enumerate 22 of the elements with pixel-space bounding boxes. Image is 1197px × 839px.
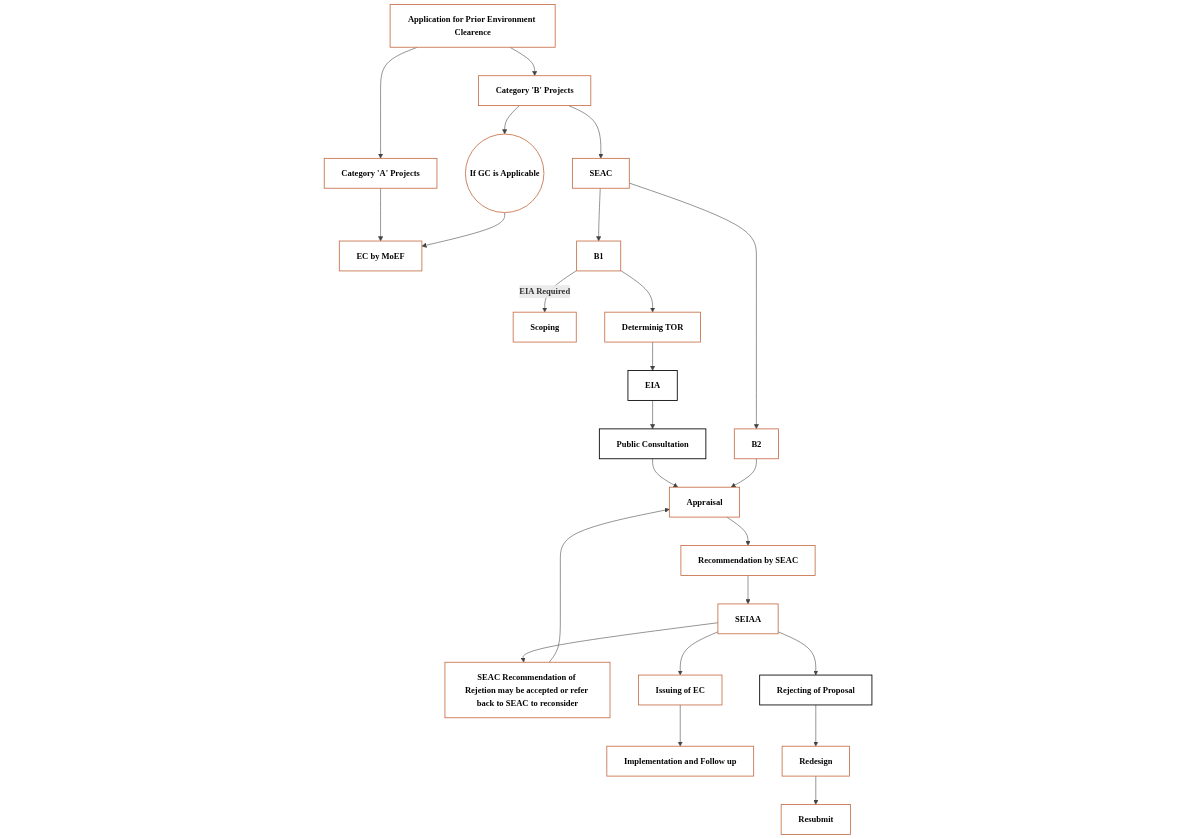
node-box: SEIAA [717, 603, 779, 635]
node-box: Resubmit [781, 804, 852, 835]
node-box: Rejecting of Proposal [759, 674, 873, 706]
node-box: Redesign [782, 745, 851, 777]
node-circle: If GC is Applicable [465, 133, 545, 213]
node-box: Public Consultation [599, 428, 707, 460]
node-box: SEAC [572, 157, 631, 189]
node-box: B1 [576, 240, 622, 272]
node-box: EIA [627, 370, 679, 401]
node-box: Application for Prior Environment Clearence [390, 4, 557, 48]
edge-label: EIA Required [519, 286, 571, 296]
node-box: B2 [734, 428, 780, 460]
node-box: Determinig TOR [604, 311, 702, 343]
node-box: Category 'B' Projects [478, 75, 592, 106]
node-box: Implementation and Follow up [606, 745, 755, 777]
node-box: SEAC Recommendation of Rejetion may be accepted or refer back to SEAC to reconsider [444, 661, 611, 719]
node-box: Issuing of EC [638, 674, 723, 706]
node-box: EC by MoEF [339, 240, 423, 272]
node-box: Scoping [513, 311, 578, 343]
node-box: Recommendation by SEAC [680, 545, 816, 576]
node-box: Appraisal [669, 486, 741, 518]
node-box: Category 'A' Projects [324, 157, 438, 189]
